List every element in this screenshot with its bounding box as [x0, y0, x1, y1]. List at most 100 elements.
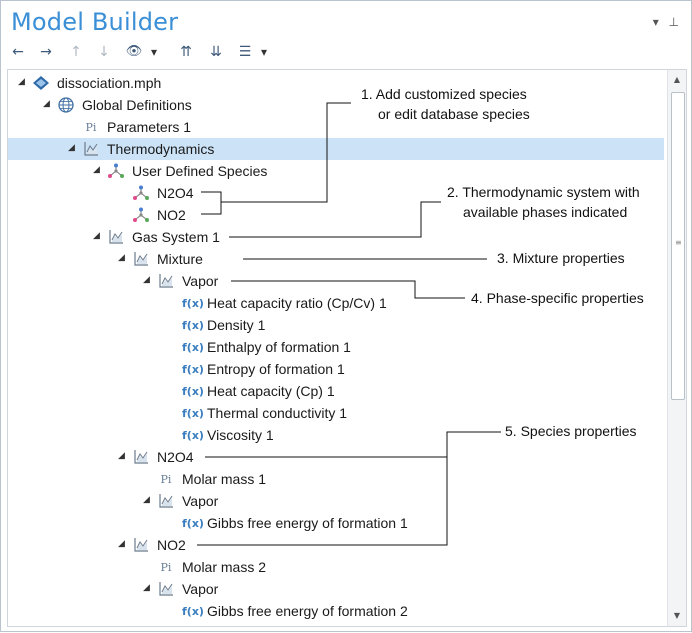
tree-node-label: Gas System 1 [132, 229, 220, 245]
thermo-icon [157, 493, 175, 509]
species-icon [132, 207, 150, 223]
fx-icon: f(x) [182, 341, 204, 354]
tree-node[interactable]: ◢ NO2 [8, 534, 664, 556]
expand-toggle-icon[interactable]: ◢ [143, 583, 150, 593]
tree-node[interactable]: N2O4 [8, 182, 664, 204]
back-arrow-icon[interactable]: ← [12, 44, 24, 60]
expand-toggle-icon[interactable]: ◢ [18, 77, 25, 87]
expand-all-icon[interactable]: ⇈ [180, 44, 192, 60]
tree-node[interactable]: ◢ N2O4 [8, 446, 664, 468]
tree-node-label: N2O4 [157, 449, 194, 465]
eye-dropdown-icon[interactable]: ▾ [150, 45, 158, 59]
tree-node-label: Entropy of formation 1 [207, 361, 345, 377]
move-up-icon[interactable]: ↑ [70, 44, 82, 60]
tree-node-label: Molar mass 1 [182, 471, 267, 487]
tree-node[interactable]: ◢ Global Definitions [8, 94, 664, 116]
expand-toggle-icon[interactable]: ◢ [43, 99, 50, 109]
eye-icon[interactable]: 👁 [125, 44, 143, 59]
tree-node[interactable]: f(x)Heat capacity ratio (Cp/Cv) 1 [8, 292, 664, 314]
callout-line-1 [201, 191, 222, 215]
annotation-2-line2: available phases indicated [463, 204, 628, 220]
tree-node-label: Heat capacity (Cp) 1 [207, 383, 335, 399]
tree-node[interactable]: ◢ Gas System 1 [8, 226, 664, 248]
tree-node[interactable]: f(x)Enthalpy of formation 1 [8, 336, 664, 358]
tree-node[interactable]: f(x)Entropy of formation 1 [8, 358, 664, 380]
title-tools: ▾ ⊥ [647, 15, 679, 29]
tree-node[interactable]: f(x)Gibbs free energy of formation 2 [8, 600, 664, 622]
expand-toggle-icon[interactable]: ◢ [118, 253, 125, 263]
tree-node-label: Thermal conductivity 1 [207, 405, 348, 421]
list-view-icon[interactable]: ☰ [238, 44, 252, 60]
expand-toggle-icon[interactable]: ◢ [93, 165, 100, 175]
tree-node-label: Thermodynamics [107, 141, 215, 157]
tree-node-label: Global Definitions [82, 97, 192, 113]
model-icon [32, 75, 50, 91]
tree-node[interactable]: f(x)Thermal conductivity 1 [8, 402, 664, 424]
scroll-thumb[interactable]: ≡ [671, 92, 685, 400]
collapse-all-icon[interactable]: ⇊ [210, 44, 222, 60]
tree-node[interactable]: f(x)Heat capacity (Cp) 1 [8, 380, 664, 402]
vertical-scrollbar[interactable]: ▲ ≡ ▼ [667, 70, 686, 626]
callout-line-5b [197, 431, 501, 546]
pi-icon: Pi [160, 473, 172, 486]
tree-node-label: Viscosity 1 [207, 427, 274, 443]
tree-node[interactable]: ◢Vapor [8, 578, 664, 600]
tree-node[interactable]: Pi Molar mass 1 [8, 468, 664, 490]
thermo-icon [157, 273, 175, 289]
tree-node[interactable]: ◢ User Defined Species [8, 160, 664, 182]
tree-node[interactable]: ◢ dissociation.mph [8, 72, 664, 94]
callout-line-2 [229, 201, 441, 238]
expand-toggle-icon[interactable]: ◢ [118, 539, 125, 549]
forward-arrow-icon[interactable]: → [40, 44, 52, 60]
thermo-icon [107, 229, 125, 245]
scroll-up-icon[interactable]: ▲ [673, 75, 681, 84]
fx-icon: f(x) [182, 605, 204, 618]
pi-icon: Pi [160, 561, 172, 574]
tree-node[interactable]: f(x)Viscosity 1 [8, 424, 664, 446]
tree-node[interactable]: f(x)Gibbs free energy of formation 1 [8, 512, 664, 534]
tree-node-label: NO2 [157, 537, 186, 553]
expand-toggle-icon[interactable]: ◢ [143, 495, 150, 505]
fx-icon: f(x) [182, 517, 204, 530]
annotation-1-line2: or edit database species [378, 106, 530, 122]
tree-node[interactable]: f(x)Density 1 [8, 314, 664, 336]
fx-icon: f(x) [182, 407, 204, 420]
thermo-icon [132, 449, 150, 465]
toolbar: ← → ↑ ↓ 👁 ▾ ⇈ ⇊ ☰ ▾ [9, 41, 609, 63]
tree-node-label: Gibbs free energy of formation 2 [207, 603, 408, 619]
tree-node[interactable]: NO2 [8, 204, 664, 226]
tree-node-label: Vapor [182, 273, 219, 289]
expand-toggle-icon[interactable]: ◢ [68, 143, 75, 153]
tree-node[interactable]: ◢ Vapor [8, 270, 664, 292]
expand-toggle-icon[interactable]: ◢ [118, 451, 125, 461]
tree-node[interactable]: ◢ Vapor [8, 490, 664, 512]
fx-icon: f(x) [182, 429, 204, 442]
tree-node-label: dissociation.mph [57, 75, 162, 91]
expand-toggle-icon[interactable]: ◢ [143, 275, 150, 285]
tree-node-label: Gibbs free energy of formation 1 [207, 515, 408, 531]
callout-line-1b [221, 102, 351, 203]
tree-node[interactable]: ◢ Thermodynamics [8, 138, 664, 160]
species-icon [107, 163, 125, 179]
window-title: Model Builder [11, 8, 179, 36]
scroll-down-icon[interactable]: ▼ [673, 611, 681, 620]
move-down-icon[interactable]: ↓ [98, 44, 110, 60]
tree-node-label: Mixture [157, 251, 203, 267]
pin-icon[interactable]: ⊥ [668, 15, 679, 29]
tree-node-label: Density 1 [207, 317, 266, 333]
tree-node-label: Vapor [182, 493, 219, 509]
tree-node[interactable]: ◢ Mixture [8, 248, 664, 270]
fx-icon: f(x) [182, 319, 204, 332]
annotation-2-line1: 2. Thermodynamic system with [447, 184, 640, 200]
list-dropdown-icon[interactable]: ▾ [260, 45, 268, 59]
annotation-4: 4. Phase-specific properties [471, 290, 644, 306]
callout-line-4 [231, 280, 465, 299]
tree-node-label: User Defined Species [132, 163, 268, 179]
window-menu-icon[interactable]: ▾ [652, 15, 659, 29]
expand-toggle-icon[interactable]: ◢ [93, 231, 100, 241]
pi-icon: Pi [85, 121, 97, 134]
